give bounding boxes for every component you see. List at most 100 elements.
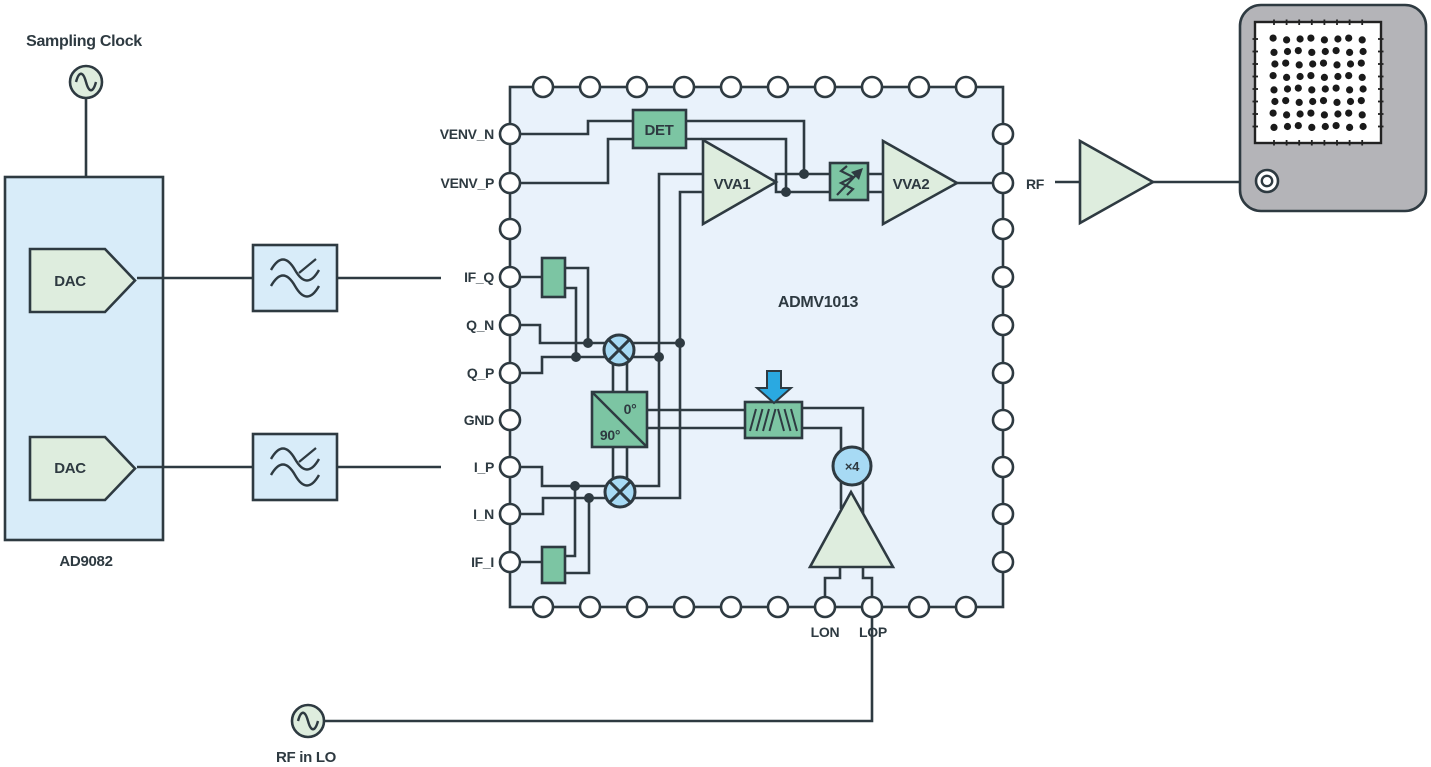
pin	[498, 502, 522, 526]
pin-label-i-n: I_N	[473, 506, 494, 522]
antenna-element-dot	[1270, 86, 1278, 94]
lo-wire	[324, 617, 874, 723]
pin	[719, 75, 743, 99]
antenna-element-dot	[1269, 72, 1277, 80]
pin	[954, 75, 978, 99]
vva1-block: VVA1	[701, 137, 779, 227]
antenna-element-dot	[1271, 97, 1279, 106]
antenna-element-dot	[1332, 47, 1340, 55]
pin	[531, 595, 555, 619]
sine-source-icon	[68, 64, 104, 100]
dac-top-block: DAC	[28, 247, 137, 314]
pin	[860, 75, 884, 99]
antenna-element-dot	[1321, 85, 1329, 93]
antenna-element-dot	[1345, 72, 1353, 80]
junction-dot	[583, 338, 593, 348]
pin	[498, 408, 522, 432]
pin	[531, 75, 555, 99]
antenna-element-dot	[1283, 111, 1291, 119]
pin	[498, 550, 522, 574]
antenna-element-dot	[1283, 36, 1291, 44]
antenna-element-dot	[1269, 109, 1277, 117]
junction-dot	[570, 481, 580, 491]
pin	[991, 550, 1015, 574]
pin	[991, 171, 1015, 195]
det-label: DET	[644, 122, 673, 139]
antenna-element-dot	[1320, 73, 1328, 81]
antenna-element-dot	[1346, 86, 1354, 94]
antenna-element-dot	[1296, 35, 1304, 43]
lo-filter-block	[743, 400, 804, 440]
pin	[625, 75, 649, 99]
antenna-element-dot	[1345, 34, 1353, 42]
antenna-element-dot	[1319, 59, 1328, 67]
antenna-element-dot	[1283, 47, 1292, 56]
pin-label-venv-n: VENV_N	[440, 126, 494, 142]
pin-label-if-i: IF_I	[471, 554, 494, 570]
pin-label-gnd: GND	[464, 412, 494, 428]
ifq-termination-block	[540, 256, 567, 299]
tuning-arrow-icon	[754, 370, 794, 405]
antenna-element-dot	[1346, 123, 1354, 131]
pin	[813, 595, 837, 619]
pin-label-q-p: Q_P	[467, 365, 494, 381]
lo-source-icon	[290, 703, 326, 739]
antenna-element-dot	[1308, 48, 1316, 57]
dac-bottom-block: DAC	[28, 435, 137, 502]
junction-dot	[571, 352, 581, 362]
antenna-element-dot	[1270, 123, 1278, 131]
antenna-element-dots	[1252, 19, 1384, 146]
pin-label-q-n: Q_N	[466, 317, 494, 333]
antenna-element-dot	[1309, 60, 1317, 68]
antenna-element-dot	[1294, 84, 1302, 92]
antenna-element-dot	[1295, 98, 1303, 106]
antenna-element-dot	[1345, 109, 1353, 117]
antenna-element-dot	[1308, 86, 1316, 94]
vva2-block: VVA2	[881, 138, 960, 227]
antenna-element-dot	[1357, 59, 1365, 67]
antenna-element-dot	[1333, 98, 1341, 106]
attenuator-block	[828, 161, 870, 202]
vva1-label: VVA1	[714, 176, 751, 193]
antenna-element-dot	[1282, 59, 1290, 67]
pin	[498, 217, 522, 241]
junction-dot	[584, 493, 594, 503]
pin	[813, 75, 837, 99]
phase-0-label: 0°	[624, 401, 637, 417]
pin	[991, 122, 1015, 146]
antenna-element-dot	[1283, 85, 1292, 93]
pin	[498, 455, 522, 479]
antenna-element-dot	[1321, 122, 1329, 131]
antenna-element-dot	[1319, 97, 1328, 105]
lo-source-label: RF in LO	[276, 749, 337, 766]
antenna-element-dot	[1294, 47, 1302, 55]
antenna-element-dot	[1334, 72, 1342, 81]
sampling-clock-label: Sampling Clock	[26, 33, 142, 50]
junction-dot	[781, 187, 791, 197]
antenna-aperture	[1253, 20, 1383, 145]
pin-label-if-q: IF_Q	[464, 269, 494, 285]
junction-dot	[654, 352, 664, 362]
antenna-element-dot	[1358, 73, 1366, 81]
antenna-element-dot	[1358, 111, 1366, 119]
pin	[672, 595, 696, 619]
pin	[498, 313, 522, 337]
pin	[719, 595, 743, 619]
antenna-element-dot	[1307, 34, 1315, 42]
vva2-label: VVA2	[893, 176, 930, 193]
pin	[625, 595, 649, 619]
pin	[766, 595, 790, 619]
pin	[991, 265, 1015, 289]
antenna-element-dot	[1320, 36, 1328, 44]
pin	[498, 171, 522, 195]
pin	[672, 75, 696, 99]
filter-slash-icon	[298, 258, 317, 274]
pin	[954, 595, 978, 619]
pin	[578, 595, 602, 619]
phased-array-module	[1238, 3, 1428, 213]
antenna-element-dot	[1358, 36, 1366, 44]
junction-dot	[675, 338, 685, 348]
antenna-element-dot	[1332, 84, 1340, 92]
antenna-element-dot	[1270, 48, 1278, 57]
